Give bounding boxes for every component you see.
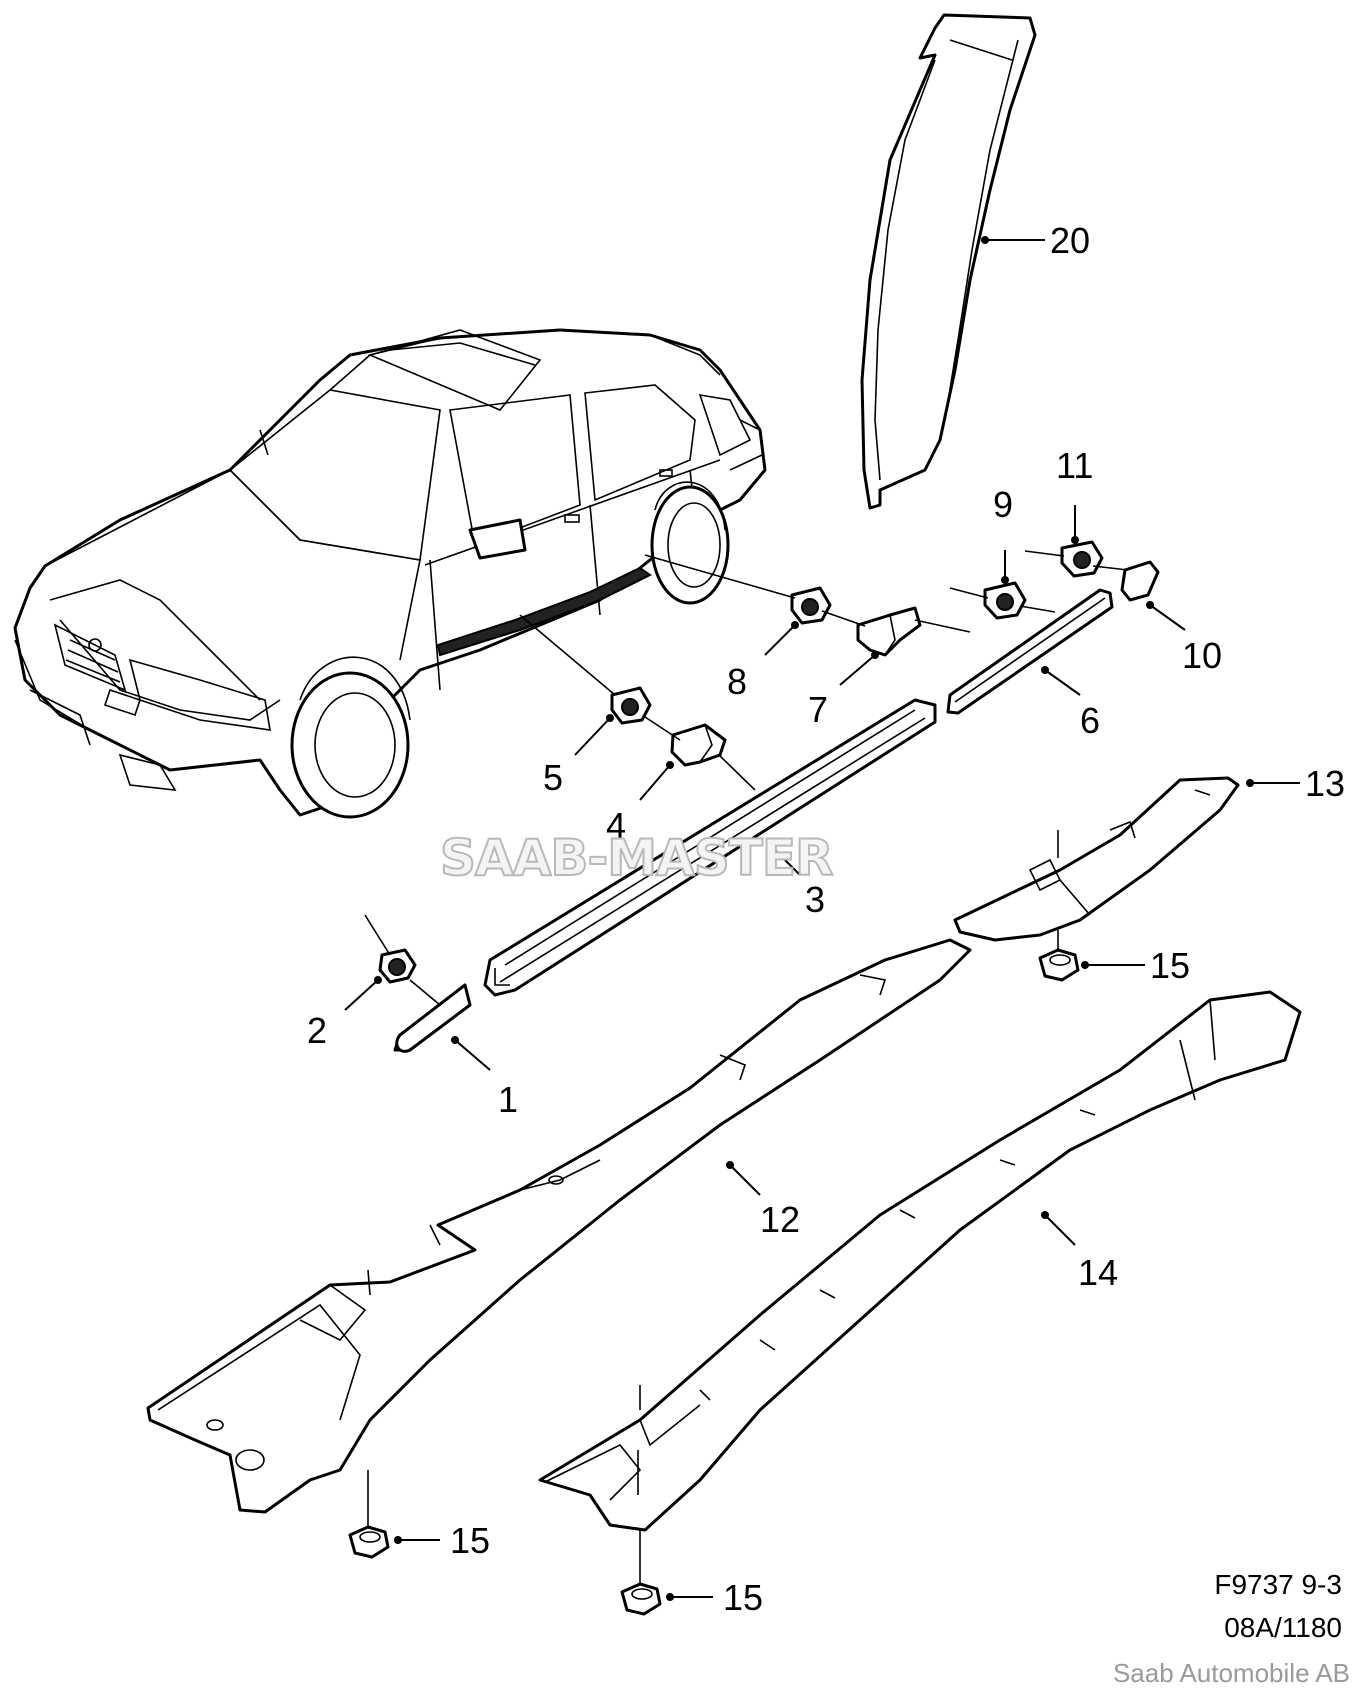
assembly-lines (364, 550, 1129, 1584)
callout-7: 7 (808, 689, 828, 730)
callout-15-right: 15 (1150, 945, 1190, 986)
part-9-clip (983, 581, 1027, 620)
callout-15-bottom: 15 (723, 1577, 763, 1618)
part-7-clip (856, 606, 922, 657)
part-6-rear-moulding (946, 588, 1114, 715)
figure-reference: F9737 9-3 (1214, 1569, 1342, 1600)
callout-5: 5 (543, 757, 563, 798)
copyright-text: Saab Automobile AB (1113, 1658, 1350, 1688)
part-1-end-cap (393, 983, 472, 1053)
callout-11: 11 (1056, 445, 1093, 486)
part-2-clip (378, 948, 417, 984)
leader-lines (344, 236, 1300, 1601)
callout-6: 6 (1080, 700, 1100, 741)
callout-2: 2 (307, 1010, 327, 1051)
part-15-nut-left (348, 1525, 390, 1559)
callout-14: 14 (1078, 1252, 1118, 1293)
part-13-sill-end (953, 776, 1240, 942)
figure-code: 08A/1180 (1224, 1612, 1342, 1643)
footer: F9737 9-3 08A/1180 Saab Automobile AB (1113, 1569, 1350, 1688)
callout-labels: 20 13 15 11 9 10 6 7 8 5 4 3 2 1 12 14 1… (307, 220, 1345, 1618)
callout-13: 13 (1305, 763, 1345, 804)
part-20-pillar-trim (860, 13, 1037, 510)
part-5-clip (610, 686, 652, 725)
callout-4: 4 (606, 805, 626, 846)
part-8-clip (790, 586, 832, 625)
part-14-rear-sill (538, 990, 1302, 1532)
callout-20: 20 (1050, 220, 1090, 261)
watermark: SAAB-MASTER (440, 829, 833, 887)
callout-10: 10 (1182, 635, 1222, 676)
part-3-side-moulding (483, 698, 937, 997)
callout-1: 1 (498, 1079, 518, 1120)
part-12-sill-panel (146, 938, 972, 1514)
part-11-clip (1060, 540, 1104, 578)
part-15-nut-bottom (620, 1582, 662, 1616)
part-10-end-cap (1120, 560, 1160, 602)
callout-12: 12 (760, 1199, 800, 1240)
callout-8: 8 (727, 661, 747, 702)
part-4-clip (670, 723, 727, 767)
callout-3: 3 (805, 879, 825, 920)
callout-15-left: 15 (450, 1520, 490, 1561)
car-illustration (13, 328, 767, 819)
part-15-nut-right (1038, 948, 1080, 982)
callout-9: 9 (993, 484, 1013, 525)
